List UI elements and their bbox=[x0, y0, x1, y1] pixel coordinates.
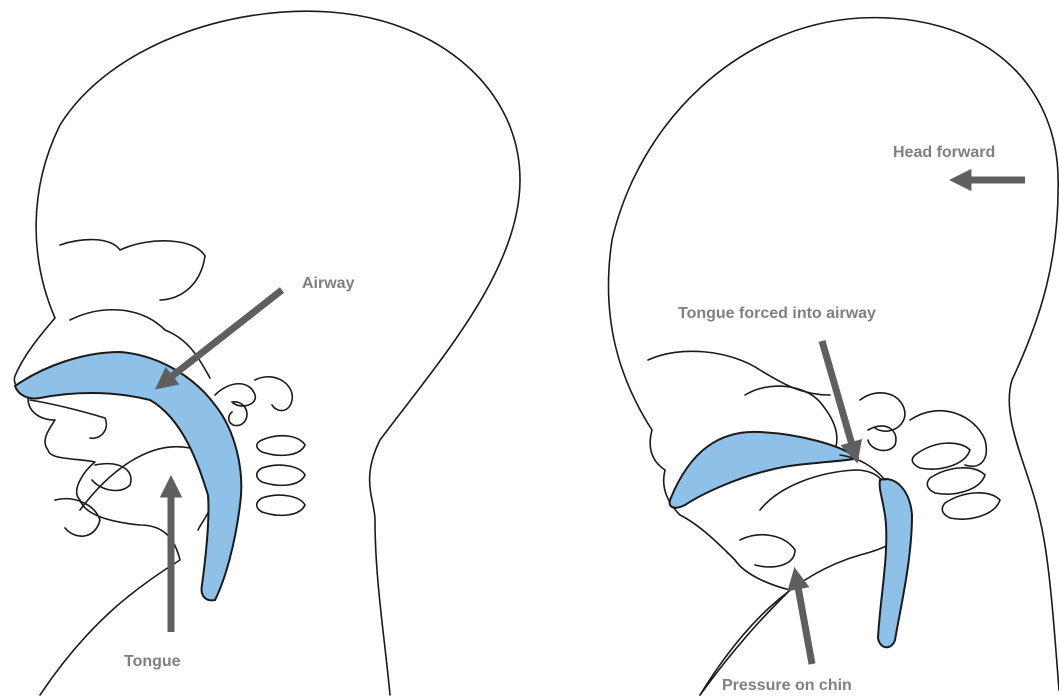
right-vertebra-2 bbox=[927, 468, 985, 494]
airway-arrow bbox=[162, 290, 282, 384]
right-tongue-contour bbox=[760, 470, 888, 510]
left-lip-upper bbox=[92, 464, 131, 491]
right-vertebra-3 bbox=[942, 493, 1000, 519]
left-ear-curl bbox=[255, 377, 292, 411]
left-airway-region bbox=[15, 352, 241, 600]
right-head-outline bbox=[608, 18, 1059, 695]
right-neck-fold bbox=[910, 411, 986, 467]
left-head-outline bbox=[14, 11, 520, 695]
tongue-forced-arrow bbox=[822, 341, 855, 455]
left-head-figure bbox=[14, 11, 520, 695]
right-vertebra-1 bbox=[912, 443, 970, 469]
labels: Airway Tongue Head forward Tongue forced… bbox=[124, 144, 995, 694]
label-airway: Airway bbox=[302, 275, 355, 292]
label-tongue-forced: Tongue forced into airway bbox=[678, 305, 876, 322]
left-mouth-contour bbox=[30, 400, 106, 438]
left-vertebra-2 bbox=[257, 465, 305, 485]
pressure-on-chin-arrow bbox=[796, 576, 812, 664]
right-palate-region bbox=[670, 432, 858, 508]
right-pharynx-region bbox=[878, 479, 912, 647]
left-brow-contour bbox=[60, 240, 205, 300]
left-vertebra-1 bbox=[257, 436, 305, 456]
right-head-figure bbox=[608, 18, 1059, 695]
right-brow-contour bbox=[648, 351, 830, 395]
label-tongue: Tongue bbox=[124, 653, 181, 670]
left-vertebra-3 bbox=[257, 495, 305, 515]
right-lower-lip bbox=[740, 535, 795, 567]
right-chin-line bbox=[700, 540, 895, 695]
label-pressure-on-chin: Pressure on chin bbox=[722, 677, 852, 694]
left-lip-lower bbox=[55, 499, 100, 536]
right-nasal-contour bbox=[868, 426, 896, 450]
label-head-forward: Head forward bbox=[893, 144, 995, 161]
